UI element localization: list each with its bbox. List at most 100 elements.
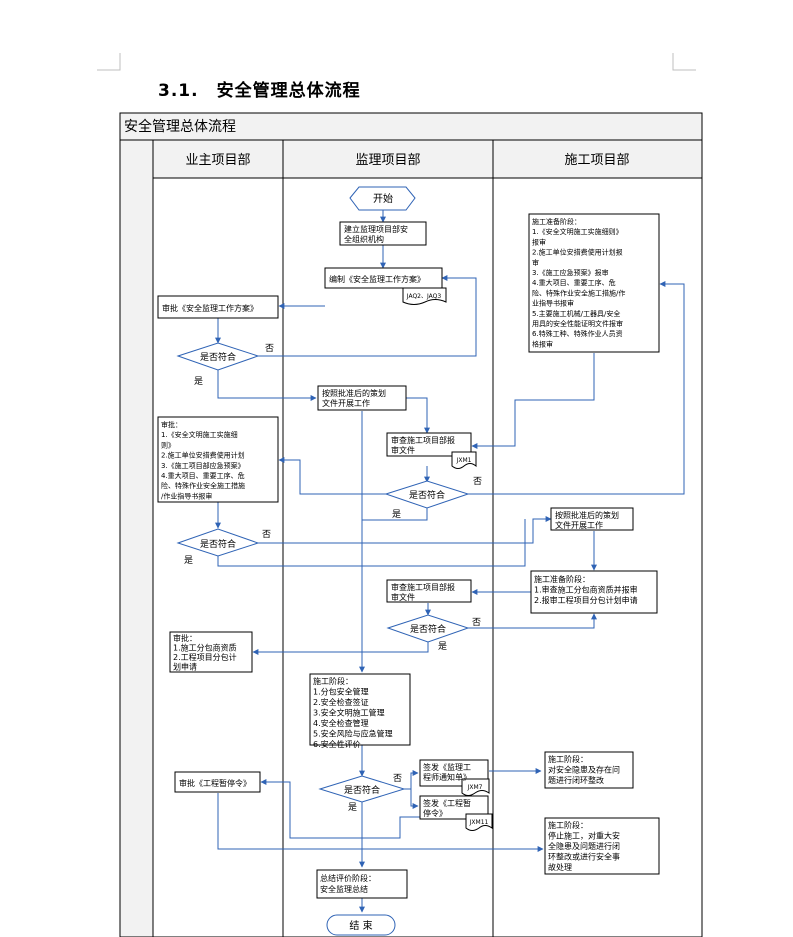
con-rectify-text-line: 施工阶段： [548, 754, 588, 764]
sup-review-docs2-text-line: 审文件 [391, 592, 415, 602]
sup-stop-text-line: 签发《工程暂 [423, 798, 471, 808]
sup-follow-plan-text: 按照批准后的策划文件开展工作 [322, 388, 386, 408]
sup-notice-text-line: 程师通知单》 [423, 772, 471, 782]
decision-label-4: 是否符合 [410, 623, 446, 635]
decision-label-3: 是否符合 [200, 538, 236, 550]
con-prep-text-line: 施工准备阶段： [532, 217, 581, 226]
owner-approve2-text-line: 1.施工分包商资质 [173, 643, 237, 653]
owner-approve-list-text-line: 则》 [161, 441, 175, 449]
owner-approve-list-text-line: 3.《施工项目部应急预案》 [161, 461, 245, 470]
con-prep-text-line: 1.《安全文明施工实施细则》 [532, 227, 623, 236]
decision-label-5: 是否符合 [344, 784, 380, 796]
owner-approve-list-text-line: 2.施工单位安措费使用计划 [161, 451, 245, 460]
start-terminator [349, 186, 416, 211]
con-rectify-text-line: 题进行闭环整改 [548, 775, 604, 785]
con-prep-text-line: 6.特殊工种、特殊作业人员资 [532, 329, 623, 338]
owner-approve-plan-label: 审批《安全监理工作方案》 [162, 303, 258, 313]
sup-follow-plan-text-line: 文件开展工作 [322, 398, 370, 408]
yes-label-5: 是 [348, 802, 357, 813]
owner-approve-list-text-line: 险、特殊作业安全施工措施 [161, 481, 245, 490]
sup-stop-text: 签发《工程暂停令》 [423, 798, 471, 818]
yes-label-1: 是 [194, 376, 203, 387]
doc-notice-code: JXM7 [467, 784, 483, 791]
no-label-1: 否 [265, 343, 274, 354]
con-stop-text: 施工阶段：停止施工，对重大安全隐患及问题进行闭环整改或进行安全事故处理 [548, 820, 620, 872]
lane-supervision: 监理项目部 [355, 153, 420, 168]
owner-approve2-text-line: 2.工程项目分包计 [173, 652, 237, 662]
owner-approve-list-text-line: /作业指导书报审 [161, 491, 212, 500]
yes-label-3: 是 [184, 555, 193, 566]
sup-notice-text: 签发《监理工程师通知单》 [423, 762, 471, 782]
yes-label-4: 是 [438, 641, 447, 652]
decision-diamonds [176, 342, 470, 803]
owner-stop-label: 审批《工程暂停令》 [179, 778, 251, 788]
section-title: 安全管理总体流程 [216, 81, 361, 101]
sup-summary-text-line: 安全监理总结 [320, 884, 368, 894]
con-rectify-text: 施工阶段：对安全隐患及存在问题进行闭环整改 [548, 754, 620, 785]
process-boxes [157, 213, 660, 899]
con-follow-plan-text-line: 文件开展工作 [555, 520, 603, 530]
sup-construction-text-line: 施工阶段： [313, 676, 353, 686]
con-prep-text-line: 业指导书报审 [532, 299, 574, 308]
con-prep-text-line: 3.《施工应急预案》报审 [532, 268, 609, 277]
con-prep2-text-line: 1.审查施工分包商资质并报审 [534, 585, 638, 595]
sup-construction-text-line: 1.分包安全管理 [313, 687, 369, 697]
con-prep-text-line: 用具的安全性能证明文件报审 [532, 319, 623, 328]
sup-construction-text-line: 4.安全检查管理 [313, 718, 369, 728]
doc-plan-code: JAQ2、JAQ3 [406, 293, 442, 300]
owner-approve2-text-line: 划申请 [173, 662, 197, 672]
no-label-4: 否 [472, 617, 481, 628]
section-heading: 3.1.安全管理总体流程 [158, 76, 361, 101]
sup-establish-text-line: 建立监理项目部安 [344, 224, 408, 234]
sup-review-docs2-text: 审查施工项目部报审文件 [391, 582, 455, 602]
no-label-2: 否 [473, 476, 482, 487]
sup-review-docs-text: 审查施工项目部报审文件 [391, 435, 455, 455]
page-corner-marks [97, 53, 696, 71]
sup-review-docs-text-line: 审文件 [391, 445, 415, 455]
con-prep-text-line: 4.重大项目、重要工序、危 [532, 278, 616, 287]
con-stop-text-line: 施工阶段： [548, 820, 588, 830]
con-follow-plan-text: 按照批准后的策划文件开展工作 [555, 510, 619, 530]
sup-construction-text-line: 2.安全检查签证 [313, 697, 369, 707]
sup-follow-plan-text-line: 按照批准后的策划 [322, 388, 386, 398]
con-prep-text-line: 审 [532, 258, 539, 267]
doc-review-code: JXM1 [456, 457, 472, 464]
con-prep-text-line: 2.施工单位安措费使用计划报 [532, 248, 623, 257]
end-terminator [326, 914, 396, 936]
owner-approve2-text-line: 审批： [173, 633, 197, 643]
con-prep2-text-line: 施工准备阶段： [534, 574, 590, 584]
sup-review-docs2-text-line: 审查施工项目部报 [391, 582, 455, 592]
connectors [215, 210, 685, 913]
con-prep-text-line: 5.主要施工机械/工器具/安全 [532, 309, 620, 318]
con-stop-text-line: 全隐患及问题进行闭 [548, 841, 620, 851]
lane-owner: 业主项目部 [185, 153, 250, 168]
flow-title: 安全管理总体流程 [124, 118, 236, 135]
sup-notice-text-line: 签发《监理工 [423, 762, 471, 772]
decision-label-1: 是否符合 [200, 351, 236, 363]
sup-establish-text: 建立监理项目部安全组织机构 [344, 224, 408, 244]
sup-stop-text-line: 停令》 [423, 808, 447, 818]
yes-label-2: 是 [392, 509, 401, 520]
sup-summary-text-line: 总结评价阶段： [320, 873, 376, 883]
start-label: 开始 [373, 192, 393, 205]
con-follow-plan-text-line: 按照批准后的策划 [555, 510, 619, 520]
document-symbols [402, 287, 493, 831]
sup-plan-label: 编制《安全监理工作方案》 [329, 274, 425, 284]
con-prep2-text-line: 2.报审工程项目分包计划申请 [534, 595, 638, 605]
sup-establish-text-line: 全组织机构 [344, 234, 384, 244]
sup-construction-text-line: 3.安全文明施工管理 [313, 708, 385, 718]
con-prep-text-line: 险、特殊作业安全施工措施/作 [532, 288, 625, 297]
con-prep-text-line: 格报审 [532, 339, 553, 348]
con-stop-text-line: 环整改或进行安全事 [548, 852, 620, 862]
decision-label-2: 是否符合 [409, 489, 445, 501]
owner-approve-list-text-line: 审批： [161, 420, 182, 429]
con-stop-text-line: 停止施工，对重大安 [548, 831, 620, 841]
sup-summary-text: 总结评价阶段：安全监理总结 [320, 873, 376, 894]
lane-construction: 施工项目部 [564, 153, 629, 168]
